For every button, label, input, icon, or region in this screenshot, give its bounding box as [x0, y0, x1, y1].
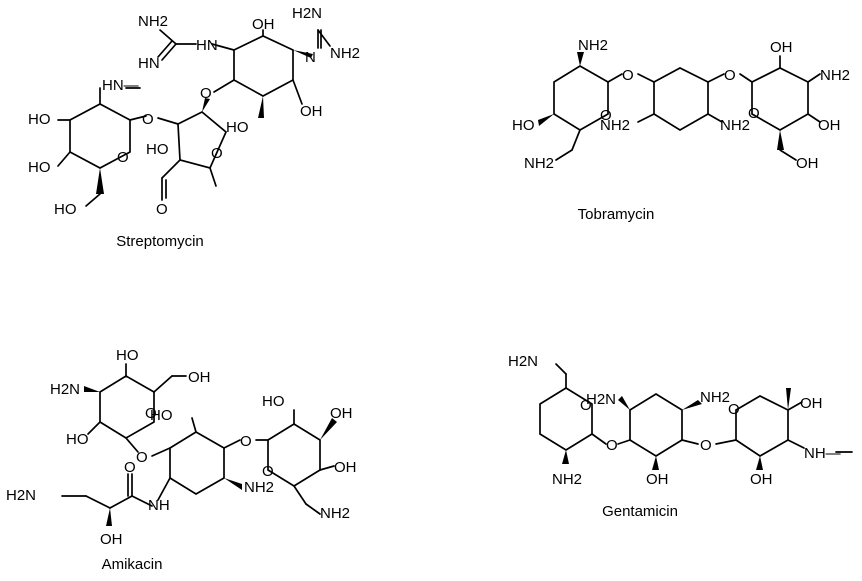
strep-n-link-2: N [305, 49, 316, 66]
genta-nh-methyl: NH— [804, 445, 841, 462]
amik-ho-left: HO [66, 431, 89, 448]
tobra-nh2-ring: NH2 [600, 117, 630, 134]
amik-h2n-chain: H2N [6, 487, 36, 504]
strep-h2n-guanidine-2: H2N [292, 5, 322, 22]
amik-h2n-left: H2N [50, 381, 80, 398]
strep-ho-sugar-2: HO [28, 159, 51, 176]
tobra-o-glycosidic-2: O [724, 67, 736, 84]
strep-o-glycosidic-1: O [200, 85, 212, 102]
genta-nh2-top: NH2 [700, 389, 730, 406]
strep-o-ring-2: O [211, 145, 223, 162]
strep-oh-top: OH [252, 16, 275, 33]
strep-ho-sugar-3: HO [54, 201, 77, 218]
gentamicin-caption: Gentamicin [602, 503, 678, 520]
strep-oh-right: OH [300, 103, 323, 120]
amik-o-carbonyl: O [124, 459, 136, 476]
tobra-nh2-mid: NH2 [720, 117, 750, 134]
tobra-o-ring-2: O [748, 105, 760, 122]
genta-o-ring-2: O [728, 401, 740, 418]
tobramycin-structure: NH2 OH NH2 HO NH2 NH2 OH NH2 OH O O O O … [512, 37, 850, 223]
strep-nh2-guanidine-2: NH2 [330, 45, 360, 62]
genta-o-ring-1: O [580, 397, 592, 414]
strep-nh2-guanidine-1: NH2 [138, 13, 168, 30]
strep-ho-furanose: HO [146, 141, 169, 158]
amik-oh-chain: OH [100, 531, 123, 548]
tobramycin-caption: Tobramycin [578, 206, 655, 223]
amik-nh2-mid: NH2 [244, 479, 274, 496]
tobra-o-ring-1: O [600, 107, 612, 124]
streptomycin-structure: NH2 HN HN OH H2N N NH2 OH HO HN— HO HO H… [28, 5, 360, 250]
amik-ho-right-ring: HO [262, 393, 285, 410]
tobra-o-glycosidic-1: O [622, 67, 634, 84]
strep-ho-sugar-1: HO [28, 111, 51, 128]
tobra-nh2-right: NH2 [820, 67, 850, 84]
amik-nh2-right: NH2 [320, 505, 350, 522]
amikacin-structure: HO OH H2N HO HO HO OH OH NH2 NH2 H2N NH … [6, 347, 357, 573]
amik-nh-amide: NH [148, 497, 170, 514]
strep-hn-imine-1: HN [138, 55, 160, 72]
strep-o-glycosidic-2: O [142, 111, 154, 128]
genta-o-glycosidic-1: O [606, 437, 618, 454]
amik-ho-top: HO [116, 347, 139, 364]
genta-oh-right: OH [800, 395, 823, 412]
amik-o-glycosidic-2: O [240, 433, 252, 450]
tobra-ho-left: HO [512, 117, 535, 134]
strep-nhme: HN— [102, 77, 139, 94]
amik-ho-ring: HO [150, 407, 173, 424]
amik-o-ring-2: O [262, 463, 274, 480]
tobra-oh-bottom: OH [796, 155, 819, 172]
amik-oh-right-2: OH [334, 459, 357, 476]
amikacin-caption: Amikacin [102, 556, 163, 573]
tobra-nh2-top: NH2 [578, 37, 608, 54]
tobra-nh2-bottom: NH2 [524, 155, 554, 172]
amik-oh-top: OH [188, 369, 211, 386]
strep-o-ring-1: O [117, 149, 129, 166]
streptomycin-caption: Streptomycin [116, 233, 204, 250]
genta-o-glycosidic-2: O [700, 437, 712, 454]
genta-h2n-top: H2N [508, 353, 538, 370]
strep-ho-mid: HO [226, 119, 249, 136]
amik-o-ring-1: O [145, 405, 157, 422]
amik-oh-right-1: OH [330, 405, 353, 422]
strep-o-aldehyde: O [156, 201, 168, 218]
genta-nh2-bottom: NH2 [552, 471, 582, 488]
strep-hn-link-1: HN [196, 37, 218, 54]
genta-oh-right-ring: OH [750, 471, 773, 488]
gentamicin-structure: H2N H2N NH2 OH NH— NH2 OH OH O O O O Gen… [508, 353, 853, 520]
amik-o-glycosidic-1: O [136, 449, 148, 466]
tobra-oh-top: OH [770, 39, 793, 56]
genta-h2n-ring: H2N [586, 391, 616, 408]
genta-oh-mid: OH [646, 471, 669, 488]
tobra-oh-right: OH [818, 117, 841, 134]
